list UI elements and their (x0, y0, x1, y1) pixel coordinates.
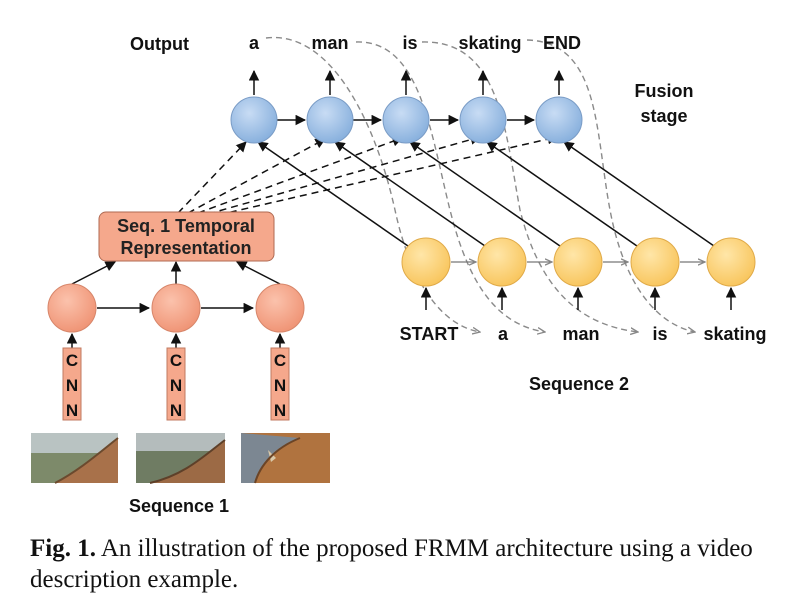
video-frames (31, 433, 330, 484)
seq2-node (477, 237, 527, 287)
svg-text:N: N (66, 401, 78, 420)
seq2-node (706, 237, 756, 287)
fusion-output-arrows (248, 69, 565, 95)
input-word: skating (703, 324, 766, 344)
feedback-curve-man (355, 41, 545, 332)
output-label: Output (130, 34, 189, 54)
cnn-bar: C N N (270, 347, 290, 421)
input-word-arrows (420, 286, 737, 310)
word-feedback-curves (265, 36, 695, 332)
input-word: a (498, 324, 509, 344)
output-word: a (249, 33, 260, 53)
seq1-nodes (47, 283, 305, 333)
input-word: is (652, 324, 667, 344)
temporal-to-fusion-links (177, 134, 559, 216)
svg-text:N: N (274, 401, 286, 420)
fusion-node (535, 96, 583, 144)
svg-text:C: C (170, 351, 182, 370)
video-frame-2 (136, 433, 226, 484)
temporal-representation-box: Seq. 1 Temporal Representation (98, 211, 275, 262)
fusion-node (382, 96, 430, 144)
output-word: END (543, 33, 581, 53)
seq1-node (47, 283, 97, 333)
svg-text:C: C (66, 351, 78, 370)
output-word: man (311, 33, 348, 53)
video-frame-1 (31, 433, 119, 484)
feedback-curve-is (421, 41, 638, 332)
temporal-label-line1: Seq. 1 Temporal (117, 216, 255, 236)
output-word: skating (458, 33, 521, 53)
svg-text:C: C (274, 351, 286, 370)
seq2-to-fusion-links (257, 141, 715, 247)
seq2-node (553, 237, 603, 287)
seq1-node (255, 283, 305, 333)
svg-text:N: N (170, 401, 182, 420)
seq1-arrows (66, 260, 286, 348)
caption-label: Fig. 1. (30, 535, 96, 562)
feedback-curve-skating (526, 39, 695, 332)
input-word: START (400, 324, 459, 344)
seq2-node (401, 237, 451, 287)
video-frame-3 (241, 433, 330, 484)
seq2-nodes (401, 237, 756, 287)
seq2-node (630, 237, 680, 287)
fusion-node (459, 96, 507, 144)
feedback-curve-a (265, 36, 480, 332)
output-word: is (402, 33, 417, 53)
cnn-bars: C N N C N N C N N (62, 347, 290, 421)
svg-text:N: N (66, 376, 78, 395)
caption-text: An illustration of the proposed FRMM arc… (30, 535, 753, 593)
fusion-stage-label-line1: Fusion (635, 81, 694, 101)
svg-text:N: N (274, 376, 286, 395)
cnn-bar: C N N (62, 347, 82, 421)
fusion-stage-label-line2: stage (640, 106, 687, 126)
fusion-node (230, 96, 278, 144)
sequence-1-label: Sequence 1 (129, 496, 229, 516)
seq1-node (151, 283, 201, 333)
fusion-nodes (230, 96, 583, 144)
temporal-label-line2: Representation (120, 238, 251, 258)
fusion-node (306, 96, 354, 144)
figure-caption: Fig. 1. An illustration of the proposed … (30, 533, 770, 595)
svg-text:N: N (170, 376, 182, 395)
cnn-bar: C N N (166, 347, 186, 421)
input-word: man (562, 324, 599, 344)
sequence-2-label: Sequence 2 (529, 374, 629, 394)
